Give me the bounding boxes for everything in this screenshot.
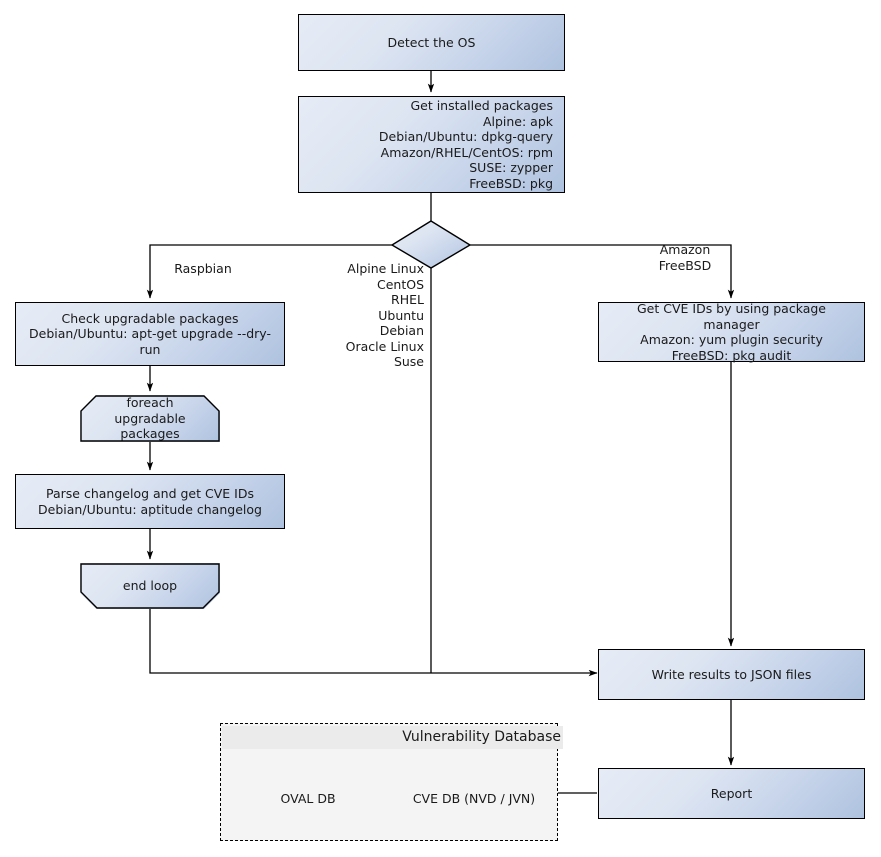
database-oval-db-label: OVAL DB — [280, 791, 336, 806]
node-report-label: Report — [710, 785, 753, 801]
node-write-results[interactable]: Write results to JSON files — [598, 649, 865, 700]
edge-label-middle-os-list: Alpine Linux CentOS RHEL Ubuntu Debian O… — [345, 261, 424, 369]
database-oval-db[interactable]: OVAL DB — [236, 768, 380, 829]
node-get-cve-ids-label: Get CVE IDs by using package manager Ama… — [636, 301, 826, 363]
node-detect-os-label: Detect the OS — [387, 34, 476, 50]
edge-label-raspbian: Raspbian — [174, 261, 232, 276]
node-parse-changelog[interactable]: Parse changelog and get CVE IDs Debian/U… — [15, 474, 285, 529]
vulnerability-database-title: Vulnerability Database — [222, 726, 563, 749]
node-report[interactable]: Report — [598, 768, 865, 819]
node-end-loop[interactable]: end loop — [80, 563, 220, 609]
node-check-upgradable-packages-label: Check upgradable packages Debian/Ubuntu:… — [29, 310, 271, 357]
edge-label-amazon-freebsd: Amazon FreeBSD — [658, 242, 712, 273]
loop-end-shape — [80, 563, 220, 609]
node-end-loop-label: end loop — [122, 578, 178, 594]
node-write-results-label: Write results to JSON files — [651, 666, 812, 682]
database-cve-db[interactable]: CVE DB (NVD / JVN) — [402, 768, 546, 829]
loop-start-shape — [80, 395, 220, 442]
database-cve-db-label: CVE DB (NVD / JVN) — [412, 791, 536, 806]
node-foreach-loop-start-label: foreach upgradable packages — [114, 395, 186, 442]
node-parse-changelog-label: Parse changelog and get CVE IDs Debian/U… — [38, 486, 262, 517]
node-get-installed-packages-label: Get installed packages Alpine: apk Debia… — [378, 98, 553, 191]
node-detect-os[interactable]: Detect the OS — [298, 14, 565, 71]
node-foreach-loop-start[interactable]: foreach upgradable packages — [80, 395, 220, 442]
node-get-installed-packages[interactable]: Get installed packages Alpine: apk Debia… — [298, 96, 565, 193]
node-check-upgradable-packages[interactable]: Check upgradable packages Debian/Ubuntu:… — [15, 302, 285, 366]
node-get-cve-ids[interactable]: Get CVE IDs by using package manager Ama… — [598, 301, 865, 363]
